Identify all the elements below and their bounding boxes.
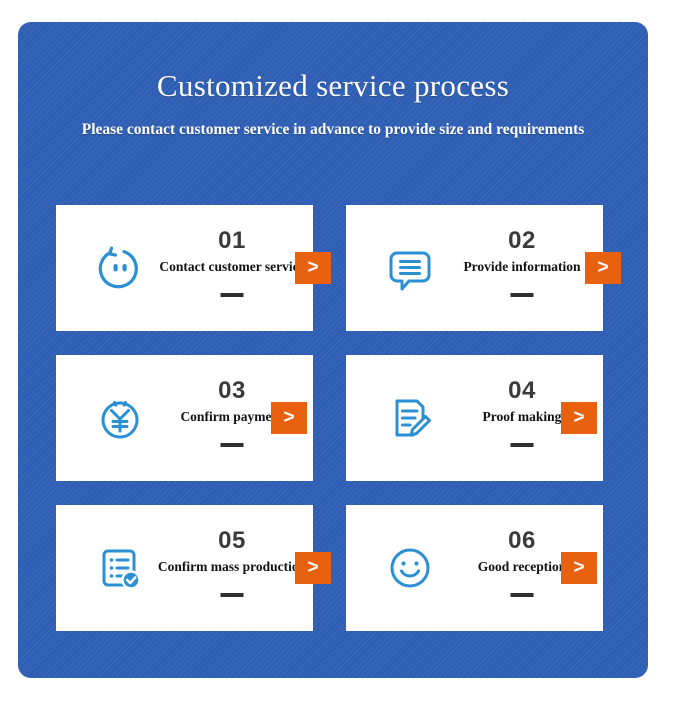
card-body: 04 Proof making — [441, 355, 603, 481]
chevron-right-icon: > — [283, 406, 295, 428]
card-body: 06 Good reception — [441, 505, 603, 631]
step-arrow-button[interactable]: > — [295, 252, 331, 284]
step-label: Good reception — [477, 559, 567, 574]
step-arrow-button[interactable]: > — [561, 402, 597, 434]
step-arrow-button[interactable]: > — [561, 552, 597, 584]
card-body: 03 Confirm payment — [151, 355, 313, 481]
process-step-card[interactable]: 04 Proof making > — [346, 355, 603, 481]
process-step-card[interactable]: 01 Contact customer service > — [56, 205, 331, 331]
process-step-grid: 01 Contact customer service > — [56, 205, 621, 631]
step-dash — [510, 593, 534, 597]
smiley-face-icon — [379, 537, 441, 599]
chevron-right-icon: > — [307, 256, 319, 278]
step-number: 05 — [218, 527, 246, 554]
process-step-card[interactable]: 06 Good reception > — [346, 505, 603, 631]
step-arrow-button[interactable]: > — [295, 552, 331, 584]
step-number: 03 — [218, 377, 246, 404]
document-pencil-icon — [379, 387, 441, 449]
chevron-right-icon: > — [597, 256, 609, 278]
step-dash — [220, 443, 244, 447]
speech-bubble-lines-icon — [379, 237, 441, 299]
step-arrow-button[interactable]: > — [271, 402, 307, 434]
card-body: 02 Provide information — [441, 205, 603, 331]
step-dash — [220, 593, 244, 597]
checklist-check-icon — [89, 537, 151, 599]
page-subtitle: Please contact customer service in advan… — [81, 121, 585, 139]
step-label: Confirm payment — [180, 409, 284, 424]
service-process-panel: Customized service process Please contac… — [18, 22, 648, 678]
yuan-currency-circle-icon — [89, 387, 151, 449]
step-number: 02 — [508, 227, 536, 254]
chevron-right-icon: > — [573, 556, 585, 578]
card-body: 01 Contact customer service — [151, 205, 313, 331]
panel-header: Customized service process Please contac… — [18, 22, 648, 138]
step-dash — [510, 293, 534, 297]
step-dash — [510, 443, 534, 447]
step-dash — [220, 293, 244, 297]
process-step-card[interactable]: 03 Confirm payment > — [56, 355, 313, 481]
step-number: 06 — [508, 527, 536, 554]
step-label: Confirm mass production — [157, 559, 307, 574]
step-label: Proof making — [482, 409, 562, 424]
step-label: Provide information — [463, 259, 581, 274]
chevron-right-icon: > — [573, 406, 585, 428]
step-arrow-button[interactable]: > — [585, 252, 621, 284]
process-step-card[interactable]: 05 Confirm mass production > — [56, 505, 331, 631]
page-title: Customized service process — [156, 68, 510, 103]
process-step-card[interactable]: 02 Provide information > — [346, 205, 621, 331]
customer-service-face-icon — [89, 237, 151, 299]
step-label: Contact customer service — [159, 259, 305, 274]
step-number: 01 — [218, 227, 246, 254]
card-body: 05 Confirm mass production — [151, 505, 313, 631]
chevron-right-icon: > — [307, 556, 319, 578]
step-number: 04 — [508, 377, 536, 404]
